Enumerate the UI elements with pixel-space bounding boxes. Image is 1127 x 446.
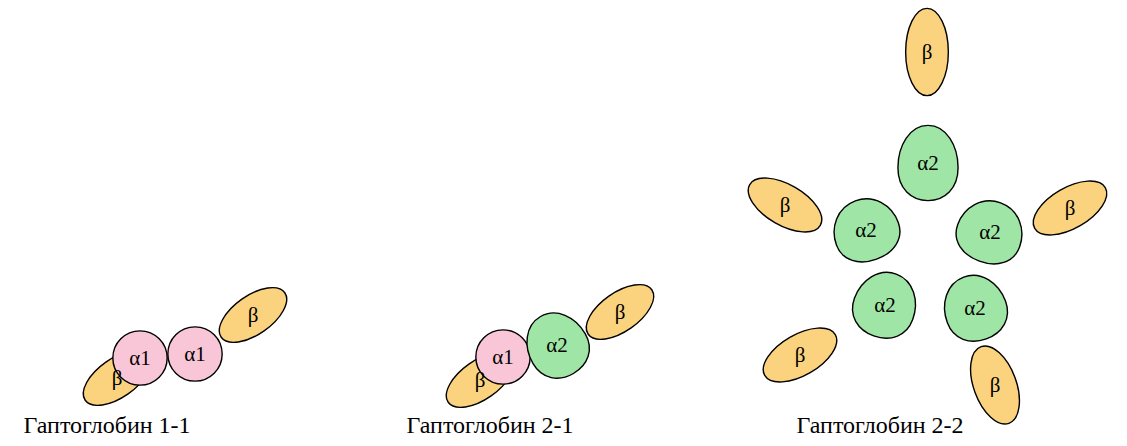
chain-label: α2 bbox=[855, 220, 877, 241]
chain-label: α2 bbox=[874, 295, 896, 316]
alpha2-chain: α2 bbox=[525, 310, 589, 380]
beta-chain: β bbox=[758, 334, 842, 376]
figure-caption: Гаптоглобин 1-1 bbox=[23, 412, 190, 438]
chain-label: β bbox=[922, 42, 933, 63]
alpha2-chain: α2 bbox=[955, 199, 1025, 265]
alpha2-chain: α2 bbox=[942, 273, 1008, 343]
beta-chain: β bbox=[1028, 187, 1112, 229]
chain-label: β bbox=[780, 195, 791, 216]
chain-label: α1 bbox=[129, 348, 151, 369]
figure-caption: Гаптоглобин 2-1 bbox=[406, 412, 573, 438]
chain-label: β bbox=[1065, 198, 1076, 219]
beta-chain: β bbox=[580, 292, 660, 332]
alpha2-chain: α2 bbox=[852, 270, 918, 340]
chain-label: β bbox=[615, 302, 626, 323]
chain-label: α2 bbox=[546, 335, 568, 356]
chain-label: β bbox=[990, 375, 1001, 396]
chain-label: β bbox=[795, 345, 806, 366]
beta-chain: β bbox=[905, 7, 949, 97]
chain-label: α1 bbox=[184, 344, 206, 365]
chain-label: α2 bbox=[917, 153, 939, 174]
beta-chain: β bbox=[973, 343, 1017, 427]
alpha2-chain: α2 bbox=[831, 197, 901, 263]
alpha1-chain: α1 bbox=[167, 326, 223, 382]
chain-label: α2 bbox=[979, 222, 1001, 243]
beta-chain: β bbox=[743, 184, 827, 226]
chain-label: β bbox=[475, 370, 486, 391]
figure-caption: Гаптоглобин 2-2 bbox=[796, 412, 963, 438]
alpha2-chain: α2 bbox=[896, 123, 960, 203]
beta-chain: β bbox=[213, 295, 293, 335]
chain-label: β bbox=[112, 368, 123, 389]
chain-label: α1 bbox=[492, 347, 514, 368]
chain-label: α2 bbox=[964, 298, 986, 319]
chain-label: β bbox=[248, 305, 259, 326]
